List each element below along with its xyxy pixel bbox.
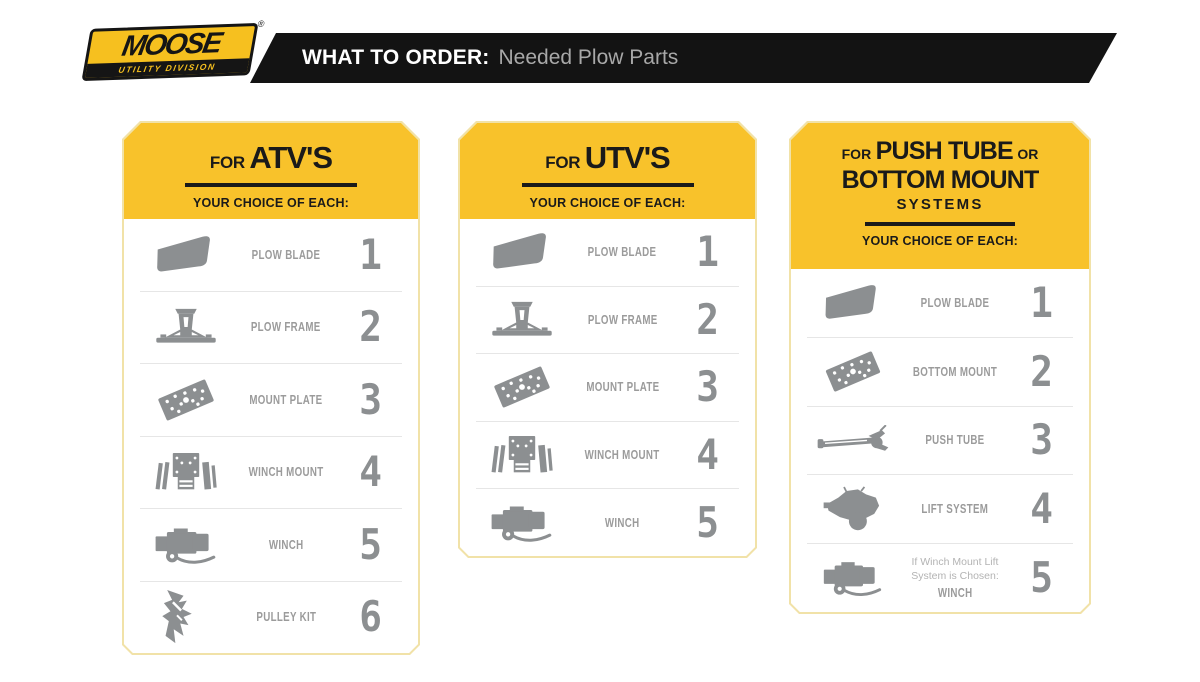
winch-mount-icon <box>489 433 555 477</box>
push-tube-icon <box>816 425 890 455</box>
part-row: PLOW BLADE 1 <box>476 219 739 286</box>
part-row: PLOW FRAME 2 <box>140 291 402 364</box>
part-quantity: 4 <box>359 447 383 497</box>
card-push-tube-header: FOR PUSH TUBE OR BOTTOM MOUNT SYSTEMS YO… <box>791 123 1089 269</box>
part-quantity: 5 <box>1030 553 1054 603</box>
choice-label: YOUR CHOICE OF EACH: <box>861 233 1019 248</box>
part-label: PLOW BLADE <box>251 247 321 262</box>
part-quantity: 3 <box>696 362 720 412</box>
pulley-kit-icon <box>159 588 213 646</box>
bottom-mount-icon <box>820 349 886 394</box>
card-push-tube: FOR PUSH TUBE OR BOTTOM MOUNT SYSTEMS YO… <box>789 121 1091 614</box>
divider-rule <box>185 183 357 187</box>
part-label: MOUNT PLATE <box>585 380 660 395</box>
moose-logo: MOOSE UTILITY DIVISION ® <box>81 19 265 82</box>
choice-label: YOUR CHOICE OF EACH: <box>529 196 686 210</box>
part-quantity: 2 <box>359 302 383 352</box>
divider-rule <box>865 222 1015 226</box>
part-row: If Winch Mount Lift System is Chosen: WI… <box>807 543 1073 612</box>
mount-plate-icon <box>488 364 556 410</box>
mount-plate-icon <box>152 377 220 423</box>
part-quantity: 1 <box>359 229 383 279</box>
part-label: PLOW FRAME <box>587 312 658 327</box>
winch-icon <box>821 558 885 598</box>
part-row: PLOW BLADE 1 <box>807 269 1073 337</box>
part-label: PUSH TUBE <box>925 433 985 448</box>
winch-icon <box>489 502 555 544</box>
part-label: BOTTOM MOUNT <box>912 364 998 379</box>
conditional-note: If Winch Mount Lift System is Chosen: <box>911 556 999 583</box>
part-label: PLOW BLADE <box>588 245 657 260</box>
registered-mark: ® <box>256 18 266 29</box>
part-quantity: 3 <box>1030 415 1054 465</box>
card-utv: FOR UTV'S YOUR CHOICE OF EACH: PLOW BLAD… <box>458 121 757 558</box>
winch-icon <box>153 524 219 566</box>
part-quantity: 4 <box>696 430 720 480</box>
plow-blade-icon <box>489 231 555 273</box>
part-row: MOUNT PLATE 3 <box>140 363 402 436</box>
part-label: PLOW BLADE <box>920 295 990 310</box>
part-label: LIFT SYSTEM <box>921 502 989 517</box>
plow-blade-icon <box>821 283 885 323</box>
card-atv: FOR ATV'S YOUR CHOICE OF EACH: PLOW BLAD… <box>122 121 420 655</box>
part-row: BOTTOM MOUNT 2 <box>807 337 1073 406</box>
card-atv-header: FOR ATV'S YOUR CHOICE OF EACH: <box>124 123 418 219</box>
card-atv-title: FOR ATV'S <box>209 140 333 175</box>
winch-mount-icon <box>153 450 219 494</box>
part-quantity: 6 <box>359 592 383 642</box>
part-row: WINCH MOUNT 4 <box>476 421 739 489</box>
part-row: PLOW BLADE 1 <box>140 219 402 291</box>
part-quantity: 5 <box>359 519 383 569</box>
part-quantity: 1 <box>696 227 720 277</box>
header-banner: WHAT TO ORDER: Needed Plow Parts <box>250 33 1117 83</box>
part-quantity: 4 <box>1030 484 1054 534</box>
plow-frame-icon <box>153 307 219 347</box>
choice-label: YOUR CHOICE OF EACH: <box>192 196 350 210</box>
part-row: LIFT SYSTEM 4 <box>807 474 1073 543</box>
part-row: WINCH 5 <box>140 508 402 581</box>
card-utv-header: FOR UTV'S YOUR CHOICE OF EACH: <box>460 123 755 219</box>
part-label: MOUNT PLATE <box>249 392 323 407</box>
part-quantity: 2 <box>696 294 720 344</box>
part-quantity: 3 <box>359 374 383 424</box>
banner-subtitle: Needed Plow Parts <box>498 46 679 69</box>
part-row: MOUNT PLATE 3 <box>476 353 739 421</box>
card-utv-title: FOR UTV'S <box>545 140 670 175</box>
card-push-tube-title: FOR PUSH TUBE OR BOTTOM MOUNT SYSTEMS <box>841 137 1039 213</box>
part-label: WINCH <box>937 585 973 600</box>
part-label: WINCH <box>268 537 304 552</box>
part-quantity: 1 <box>1030 277 1054 327</box>
part-label: WINCH MOUNT <box>248 465 324 480</box>
part-row: PLOW FRAME 2 <box>476 286 739 354</box>
part-quantity: 5 <box>696 497 720 547</box>
part-row: WINCH 5 <box>476 488 739 556</box>
part-label: PLOW FRAME <box>251 320 321 335</box>
part-row: PULLEY KIT 6 <box>140 581 402 654</box>
part-label: WINCH MOUNT <box>585 448 660 463</box>
part-quantity: 2 <box>1030 346 1054 396</box>
banner-title: WHAT TO ORDER: <box>302 46 490 69</box>
plow-frame-icon <box>489 300 555 340</box>
part-row: WINCH MOUNT 4 <box>140 436 402 509</box>
part-row: PUSH TUBE 3 <box>807 406 1073 475</box>
plow-blade-icon <box>153 234 219 276</box>
divider-rule <box>522 183 694 187</box>
lift-system-icon <box>822 486 884 532</box>
part-label: PULLEY KIT <box>256 610 316 625</box>
part-label: WINCH <box>605 515 640 530</box>
